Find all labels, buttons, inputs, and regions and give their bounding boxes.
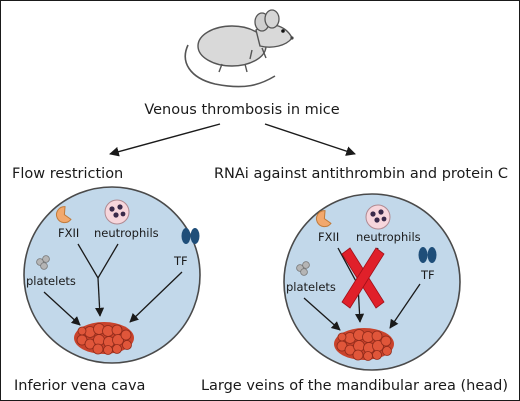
platelet-icon [36, 255, 50, 270]
left-neutrophils-label: neutrophils [94, 226, 159, 240]
tf-icon [418, 247, 437, 263]
mouse-icon [184, 9, 294, 88]
block-x-icon [341, 247, 385, 309]
right-heading: RNAi against antithrombin and protein C [214, 166, 508, 182]
platelet-icon [296, 261, 310, 276]
right-vessel: FXII neutrophils platelets TF [283, 193, 461, 371]
left-vessel: FXII neutrophils platelets TF [23, 186, 201, 364]
left-caption: Inferior vena cava [14, 378, 145, 394]
arrow-to-clot [95, 277, 105, 317]
title: Venous thrombosis in mice [144, 102, 339, 118]
fxii-icon [315, 210, 332, 228]
tf-icon [181, 228, 200, 244]
right-fxii-label: FXII [318, 230, 339, 244]
neutrophil-icon [104, 199, 130, 225]
right-caption: Large veins of the mandibular area (head… [201, 378, 508, 394]
left-heading: Flow restriction [12, 166, 123, 182]
fxii-icon [55, 206, 72, 224]
right-platelets-label: platelets [286, 280, 336, 294]
left-fxii-label: FXII [58, 226, 79, 240]
neutrophil-icon [365, 204, 391, 230]
vessel-circle [283, 193, 461, 371]
right-tf-label: TF [420, 268, 435, 282]
arrow-platelets [43, 291, 81, 326]
left-platelets-label: platelets [26, 274, 76, 288]
left-tf-label: TF [173, 254, 188, 268]
arrow-tf [389, 283, 421, 329]
arrow-tf [129, 271, 183, 323]
arrow-platelets [303, 297, 341, 331]
arrow-right [264, 123, 356, 156]
arrow-left [109, 123, 221, 157]
vessel-circle [23, 186, 201, 364]
right-neutrophils-label: neutrophils [356, 230, 421, 244]
